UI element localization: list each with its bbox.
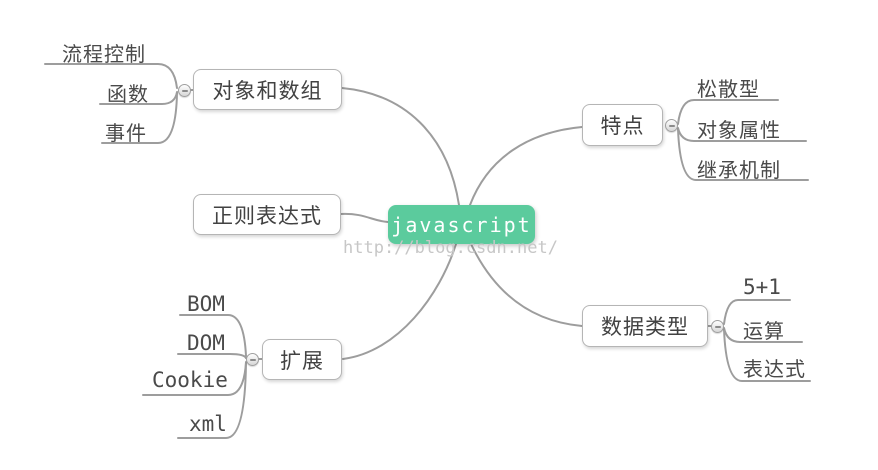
connector-features [469,126,583,206]
child-line-inheritance [677,128,809,181]
collapse-button-extensions[interactable] [246,353,259,366]
topic-features[interactable]: 特点 [582,104,663,146]
minus-icon [668,125,675,127]
topic-regex[interactable]: 正则表达式 [193,194,341,235]
child-5plus1[interactable]: 5+1 [743,275,781,299]
collapse-button-objects-arrays[interactable] [178,84,191,97]
connector-extensions [342,243,457,360]
root-topic[interactable]: javascript [388,205,535,244]
child-cookie[interactable]: Cookie [152,368,228,392]
child-line-flow-control [44,63,178,89]
child-bom[interactable]: BOM [187,292,225,316]
topic-extensions[interactable]: 扩展 [262,339,342,380]
topic-objects-arrays[interactable]: 对象和数组 [193,69,342,110]
child-line-expressions [723,328,811,382]
child-operations[interactable]: 运算 [743,321,785,343]
watermark: http://blog.csdn.net/ [343,238,558,258]
child-line-loose-type [677,99,779,125]
child-line-dom [177,353,247,359]
minus-icon [181,90,188,92]
child-line-bom [179,314,247,357]
child-events[interactable]: 事件 [105,123,147,145]
child-line-5plus1 [723,299,791,325]
child-expressions[interactable]: 表达式 [743,359,806,381]
connector-datatypes [470,243,583,327]
child-line-xml [177,362,247,439]
collapse-button-features[interactable] [665,119,678,132]
child-functions[interactable]: 函数 [107,84,149,106]
child-loose-type[interactable]: 松散型 [697,79,760,101]
topic-datatypes[interactable]: 数据类型 [582,305,708,347]
connector-regex [340,212,389,223]
minus-icon [714,326,721,328]
connector-objects-arrays [341,87,460,206]
child-dom[interactable]: DOM [187,331,225,355]
child-flow-control[interactable]: 流程控制 [62,44,146,66]
child-object-props[interactable]: 对象属性 [697,120,781,142]
child-xml[interactable]: xml [189,412,227,436]
child-line-events [101,92,178,144]
collapse-button-datatypes[interactable] [711,320,724,333]
child-inheritance[interactable]: 继承机制 [697,160,781,182]
minus-icon [249,359,256,361]
